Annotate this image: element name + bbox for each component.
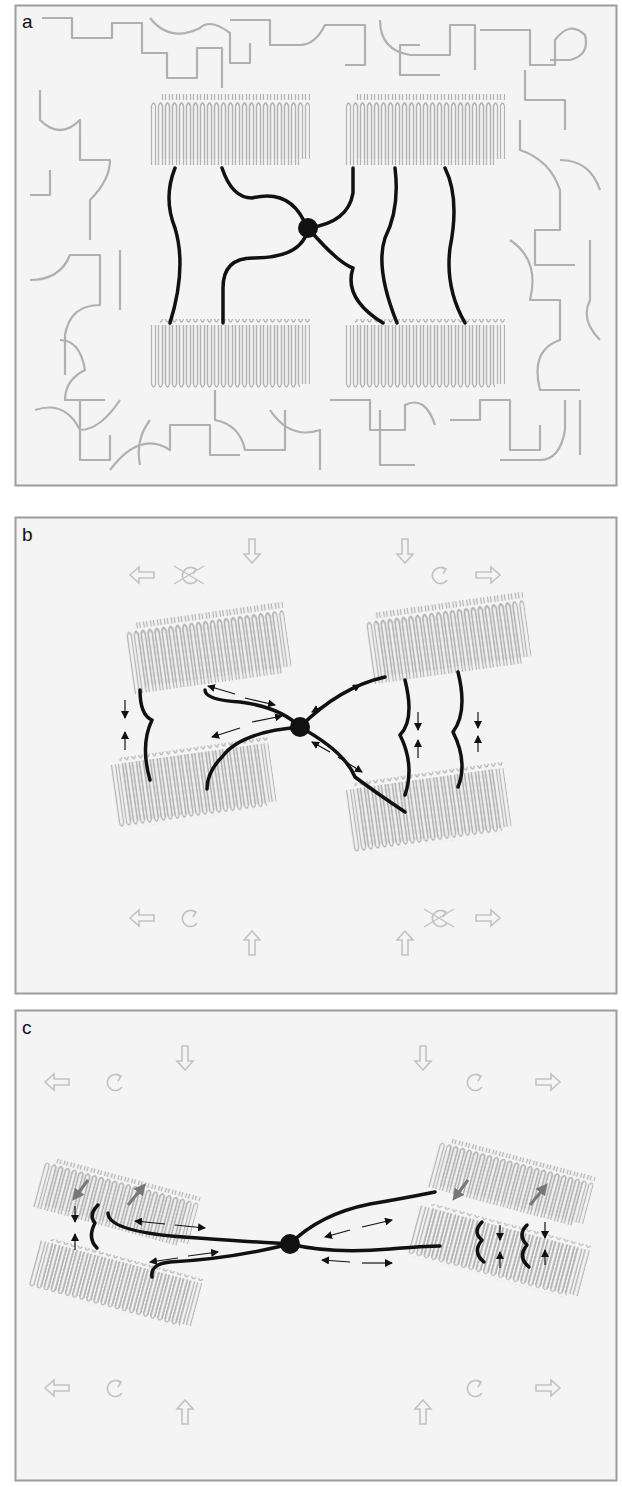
panel-label: c: [22, 1018, 32, 1037]
panel-label: a: [22, 12, 33, 31]
panel-label: b: [22, 525, 33, 544]
